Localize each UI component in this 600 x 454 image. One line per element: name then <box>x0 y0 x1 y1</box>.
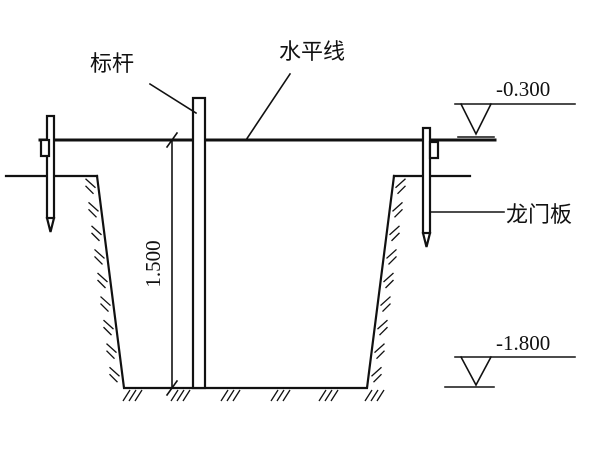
hatch-stroke <box>170 389 179 402</box>
hatch-stroke <box>97 272 108 283</box>
hatch-stroke <box>91 232 100 242</box>
elevation-bottom-label: -1.800 <box>496 331 550 355</box>
elevation-bottom-triangle <box>459 355 493 387</box>
hatch-stroke <box>318 389 327 402</box>
hatch-stroke <box>376 389 385 402</box>
hatch-stroke <box>276 389 285 402</box>
hatch-stroke <box>376 350 385 360</box>
trench-profile <box>95 174 396 390</box>
hatch-stroke <box>88 208 97 218</box>
left-stake-clamp <box>39 138 51 158</box>
hatch-stroke <box>379 326 388 336</box>
hatch-stroke <box>176 389 185 402</box>
hatch-stroke <box>380 296 391 307</box>
hatch-stroke <box>94 255 103 265</box>
hatch-stroke <box>370 389 379 402</box>
right-stake <box>421 126 432 235</box>
hatch-stroke <box>386 248 397 259</box>
hatch-stroke <box>374 343 385 354</box>
hatch-stroke <box>371 366 382 377</box>
hatch-stroke <box>91 225 102 236</box>
hatch-stroke <box>85 178 96 189</box>
hatch-stroke <box>85 185 94 195</box>
hatch-stroke <box>134 389 143 402</box>
pole-leader <box>148 82 198 115</box>
level-line-label: 水平线 <box>279 40 345 65</box>
hatch-stroke <box>226 389 235 402</box>
hatch-stroke <box>392 201 403 212</box>
left-stake-tip <box>45 216 56 233</box>
hatch-stroke <box>377 319 388 330</box>
hatch-stroke <box>383 272 394 283</box>
dimension-tick-bottom <box>165 379 179 397</box>
hatch-stroke <box>385 279 394 289</box>
soil-hatching <box>85 178 406 402</box>
hatch-stroke <box>94 248 105 259</box>
pole-label: 标杆 <box>90 52 134 77</box>
hatch-stroke <box>106 343 117 354</box>
hatch-stroke <box>182 389 191 402</box>
hatch-stroke <box>389 225 400 236</box>
pole <box>191 96 207 390</box>
hatch-stroke <box>364 389 373 402</box>
hatch-stroke <box>382 303 391 313</box>
right-stake-clamp <box>428 140 440 160</box>
hatch-stroke <box>128 389 137 402</box>
hatch-stroke <box>109 373 118 383</box>
hatch-stroke <box>97 279 106 289</box>
hatch-stroke <box>220 389 229 402</box>
hatch-stroke <box>88 201 99 212</box>
elevation-top-triangle <box>459 102 493 136</box>
hatch-stroke <box>394 208 403 218</box>
batter-board-label: 龙门板 <box>506 203 572 228</box>
hatch-stroke <box>324 389 333 402</box>
hatch-stroke <box>106 350 115 360</box>
hatch-stroke <box>395 178 406 189</box>
elevation-top-label: -0.300 <box>496 77 550 101</box>
hatch-stroke <box>388 255 397 265</box>
hatch-stroke <box>100 303 109 313</box>
hatch-stroke <box>100 296 111 307</box>
hatch-stroke <box>282 389 291 402</box>
hatch-stroke <box>232 389 241 402</box>
hatch-stroke <box>103 319 114 330</box>
hatch-stroke <box>373 373 382 383</box>
hatch-stroke <box>122 389 131 402</box>
level-line-leader <box>244 72 292 142</box>
hatch-stroke <box>270 389 279 402</box>
dimension-tick-top <box>165 131 179 149</box>
hatch-stroke <box>103 326 112 336</box>
hatch-stroke <box>109 366 120 377</box>
dimension-label: 1.500 <box>141 240 165 287</box>
left-stake <box>45 114 56 220</box>
hatch-stroke <box>391 232 400 242</box>
right-stake-tip <box>421 231 432 248</box>
hatch-stroke <box>397 185 406 195</box>
hatch-stroke <box>330 389 339 402</box>
